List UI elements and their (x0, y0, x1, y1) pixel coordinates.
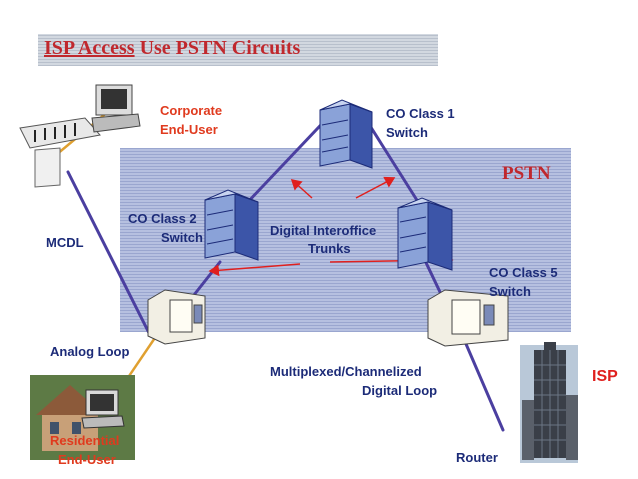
co-class-5-label-line2: Switch (489, 284, 531, 299)
residential-label-line2: End-User (58, 452, 116, 467)
page-title: ISP Access Use PSTN Circuits (44, 37, 300, 60)
co-class-5-label-line1: CO Class 5 (489, 265, 558, 280)
title-underlined: ISP Access (44, 37, 135, 59)
corporate-label-line2: End-User (160, 122, 218, 137)
digital-trunks-label-line1: Digital Interoffice (270, 223, 377, 238)
mux-loop-label-line2: Digital Loop (362, 383, 438, 398)
local-switch-left-icon (147, 289, 206, 345)
residential-label-line1: Residential (50, 433, 120, 448)
router-link (458, 328, 505, 432)
co-class-5-switch-icon (397, 197, 453, 271)
arrow-to-co2 (290, 178, 313, 199)
arrow-co2-co5 (208, 263, 301, 277)
mux-loop-label-line1: Multiplexed/Channelized (270, 364, 422, 379)
co-class-2-switch-icon (204, 189, 259, 261)
digital-trunks-label-line2: Trunks (308, 241, 351, 256)
corporate-label-line1: Corporate (160, 103, 223, 118)
analog-loop-label: Analog Loop (50, 344, 130, 359)
title-bar (38, 34, 438, 66)
arrow-to-co5 (355, 176, 396, 199)
title-rest: Use PSTN Circuits (134, 37, 301, 59)
mcdl-label: MCDL (46, 235, 84, 250)
isp-label: ISP (592, 368, 618, 385)
residential-house-icon (30, 375, 135, 460)
pstn-label: PSTN (502, 163, 551, 184)
corporate-workstation-icon (19, 84, 141, 188)
co-class-2-label-line2: Switch (161, 230, 203, 245)
mcdl-link (66, 170, 152, 337)
co-class-2-label-line1: CO Class 2 (128, 211, 197, 226)
co-class-1-switch-icon (319, 99, 373, 169)
isp-building-icon (520, 342, 578, 463)
co-class-1-label-line2: Switch (386, 125, 428, 140)
local-switch-right-icon (427, 289, 509, 347)
router-label: Router (456, 450, 498, 465)
co-class-1-label-line1: CO Class 1 (386, 106, 455, 121)
